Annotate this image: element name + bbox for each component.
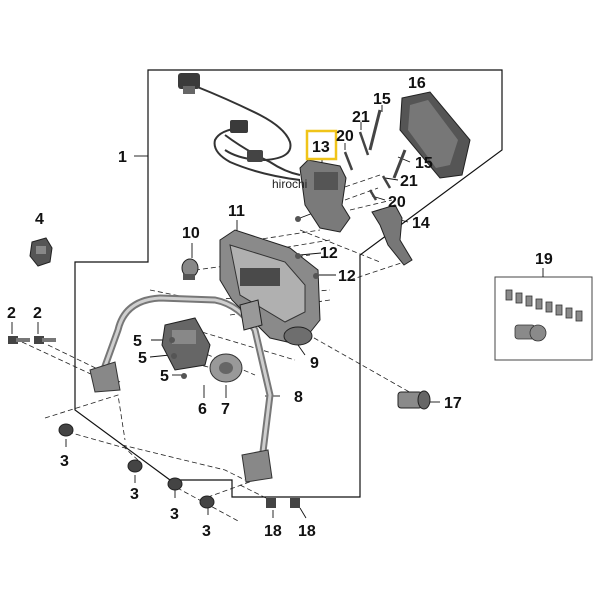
frame-bracket — [89, 361, 273, 483]
callout-1: 1 — [118, 149, 127, 166]
cable-harness — [194, 85, 301, 181]
callout-8: 8 — [294, 389, 303, 406]
bolt-18 — [266, 498, 300, 508]
part-7-clamp — [209, 353, 243, 383]
callout-2: 2 — [7, 305, 16, 322]
callout-11: 11 — [228, 203, 245, 220]
callout-3: 3 — [202, 523, 211, 540]
connector — [178, 73, 263, 162]
callout-16: 16 — [408, 75, 426, 92]
part-14-lever — [371, 204, 413, 266]
screw-5 — [169, 337, 187, 379]
screw-12 — [295, 216, 319, 279]
callout-18: 18 — [264, 523, 282, 540]
callout-6: 6 — [198, 401, 207, 418]
watermark: hirochi — [272, 177, 307, 191]
callout-3: 3 — [60, 453, 69, 470]
highlight-box — [305, 129, 338, 161]
callout-15: 15 — [373, 91, 391, 108]
nut-3 — [58, 423, 215, 509]
part-17-bolt — [397, 390, 431, 410]
bolt-2 — [8, 336, 56, 344]
part-11-housing — [219, 229, 321, 346]
callout-19: 19 — [535, 251, 553, 268]
screw-20-21 — [343, 131, 392, 201]
part-16-plate — [399, 91, 471, 179]
kit-19-parts — [505, 289, 583, 342]
callout-5: 5 — [133, 333, 142, 350]
part-10-knob — [181, 258, 199, 280]
callout-20: 20 — [388, 194, 406, 211]
callout-3: 3 — [130, 486, 139, 503]
callout-18: 18 — [298, 523, 316, 540]
callout-9: 9 — [310, 355, 319, 372]
part-13-holder — [299, 159, 351, 233]
callout-20: 20 — [336, 128, 354, 145]
callout-7: 7 — [221, 401, 230, 418]
callout-15: 15 — [415, 155, 433, 172]
callout-2: 2 — [33, 305, 42, 322]
callout-14: 14 — [412, 215, 430, 232]
callout-5: 5 — [138, 350, 147, 367]
callout-3: 3 — [170, 506, 179, 523]
callout-12: 12 — [338, 268, 356, 285]
callout-21: 21 — [352, 109, 370, 126]
part-4-clip — [29, 237, 53, 267]
bolt-15 — [368, 109, 407, 179]
callout-17: 17 — [444, 395, 462, 412]
callout-21: 21 — [400, 173, 418, 190]
callout-12: 12 — [320, 245, 338, 262]
part-6-block — [161, 317, 211, 371]
callout-13: 13 — [312, 139, 330, 156]
callout-4: 4 — [35, 211, 44, 228]
callout-5: 5 — [160, 368, 169, 385]
part-9-bracket — [239, 299, 263, 331]
callout-10: 10 — [182, 225, 200, 242]
